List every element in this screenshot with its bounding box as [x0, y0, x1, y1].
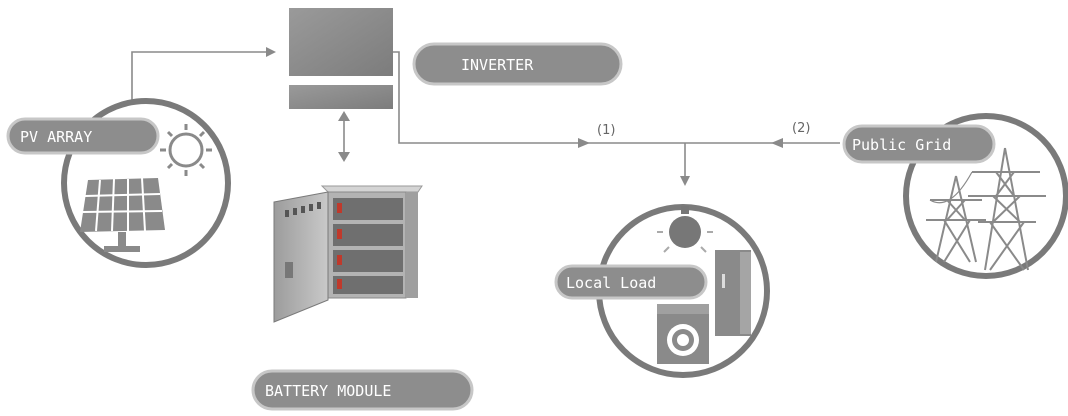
light-bulb-icon — [657, 206, 713, 253]
svg-text:Local Load: Local Load — [566, 274, 656, 292]
pv-array-circle — [61, 98, 231, 268]
battery-cabinet-icon — [273, 185, 423, 323]
local-load-label: Local Load — [554, 264, 708, 300]
svg-text:Public Grid: Public Grid — [852, 136, 951, 154]
svg-text:BATTERY MODULE: BATTERY MODULE — [265, 382, 391, 400]
washing-machine-icon — [657, 304, 709, 364]
inverter-label: INVERTER — [412, 42, 623, 86]
pv-array-label: PV ARRAY — [6, 117, 160, 155]
connection-lines — [131, 47, 840, 186]
flow-arrow-2 — [771, 138, 783, 148]
solar-panel-icon — [80, 177, 165, 252]
flow-arrow-1 — [578, 138, 590, 148]
pv-to-inverter-line — [131, 51, 272, 100]
power-tower-icon — [926, 147, 1046, 271]
inverter-to-bus-line — [393, 51, 840, 144]
svg-text:INVERTER: INVERTER — [461, 56, 534, 74]
battery-up-arrow — [338, 111, 350, 121]
flow-marker-2: (2) — [792, 121, 810, 136]
flow-marker-1: (1) — [597, 123, 615, 138]
pv-to-inverter-arrow — [266, 47, 276, 57]
public-grid-label: Public Grid — [842, 124, 996, 164]
battery-module-label: BATTERY MODULE — [251, 369, 474, 411]
sun-icon — [160, 124, 212, 176]
battery-down-arrow — [338, 152, 350, 162]
bus-to-load-arrow — [680, 176, 690, 186]
refrigerator-icon — [715, 250, 751, 336]
svg-text:PV ARRAY: PV ARRAY — [20, 128, 92, 146]
inverter-unit — [289, 8, 393, 109]
